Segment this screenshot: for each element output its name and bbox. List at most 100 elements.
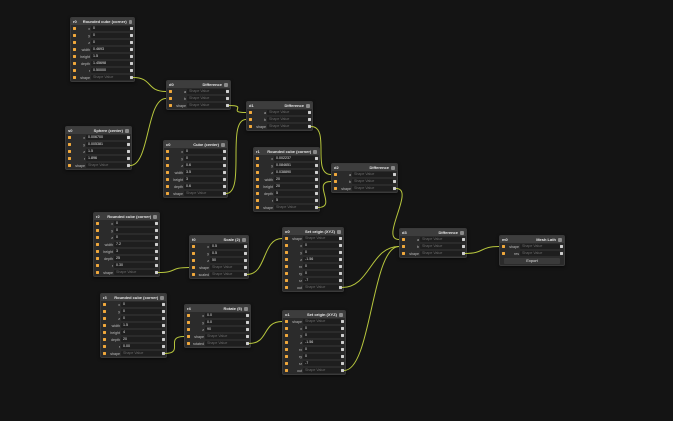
input-pin-icon[interactable] xyxy=(285,279,288,282)
input-pin-icon[interactable] xyxy=(334,173,337,176)
param-value-field[interactable]: Shape Value xyxy=(303,319,341,324)
output-pin-icon[interactable] xyxy=(127,157,130,160)
export-button[interactable]: Export xyxy=(504,258,560,264)
output-pin-icon[interactable] xyxy=(339,244,342,247)
input-pin-icon[interactable] xyxy=(103,317,106,320)
input-pin-icon[interactable] xyxy=(192,259,195,262)
param-value-field[interactable]: 0 xyxy=(114,235,155,240)
input-pin-icon[interactable] xyxy=(73,76,76,79)
output-pin-icon[interactable] xyxy=(341,320,344,323)
output-pin-icon[interactable] xyxy=(246,321,249,324)
input-pin-icon[interactable] xyxy=(192,273,195,276)
input-pin-icon[interactable] xyxy=(166,157,169,160)
param-value-field[interactable]: Shape Value xyxy=(352,186,393,191)
input-pin-icon[interactable] xyxy=(103,303,106,306)
output-pin-icon[interactable] xyxy=(393,187,396,190)
param-value-field[interactable]: Shape Value xyxy=(420,251,462,256)
output-pin-icon[interactable] xyxy=(162,310,165,313)
param-value-field[interactable]: Shape Value xyxy=(303,285,339,290)
param-value-field[interactable]: 0 xyxy=(303,354,341,359)
param-value-field[interactable]: Shape Value xyxy=(420,237,462,242)
input-pin-icon[interactable] xyxy=(285,244,288,247)
param-value-field[interactable]: Shape Value xyxy=(210,272,244,277)
param-value-field[interactable]: 0.5 xyxy=(210,251,244,256)
input-pin-icon[interactable] xyxy=(96,243,99,246)
output-pin-icon[interactable] xyxy=(162,338,165,341)
input-pin-icon[interactable] xyxy=(166,192,169,195)
param-value-field[interactable]: 25 xyxy=(114,256,155,261)
output-pin-icon[interactable] xyxy=(308,125,311,128)
input-pin-icon[interactable] xyxy=(73,34,76,37)
output-pin-icon[interactable] xyxy=(162,345,165,348)
output-pin-icon[interactable] xyxy=(223,150,226,153)
output-pin-icon[interactable] xyxy=(308,111,311,114)
input-pin-icon[interactable] xyxy=(285,348,288,351)
output-pin-icon[interactable] xyxy=(223,178,226,181)
input-pin-icon[interactable] xyxy=(103,331,106,334)
param-value-field[interactable]: 0.6 xyxy=(184,163,223,168)
param-value-field[interactable]: 0.0 xyxy=(205,320,246,325)
input-pin-icon[interactable] xyxy=(285,286,288,289)
param-value-field[interactable]: Shape Value xyxy=(205,341,246,346)
param-value-field[interactable]: Shape Value xyxy=(267,110,308,115)
output-pin-icon[interactable] xyxy=(130,48,133,51)
node-menu-icon[interactable] xyxy=(160,295,164,300)
output-pin-icon[interactable] xyxy=(393,180,396,183)
input-pin-icon[interactable] xyxy=(285,341,288,344)
output-pin-icon[interactable] xyxy=(155,271,158,274)
output-pin-icon[interactable] xyxy=(339,265,342,268)
param-value-field[interactable]: 0 xyxy=(114,228,155,233)
input-pin-icon[interactable] xyxy=(502,245,505,248)
input-pin-icon[interactable] xyxy=(502,252,505,255)
param-value-field[interactable]: 0.006700 xyxy=(86,135,127,140)
output-pin-icon[interactable] xyxy=(308,118,311,121)
input-pin-icon[interactable] xyxy=(334,180,337,183)
input-pin-icon[interactable] xyxy=(187,321,190,324)
node-menu-icon[interactable] xyxy=(306,103,310,108)
param-value-field[interactable]: 5 xyxy=(274,198,315,203)
output-pin-icon[interactable] xyxy=(162,317,165,320)
output-pin-icon[interactable] xyxy=(127,150,130,153)
output-pin-icon[interactable] xyxy=(339,251,342,254)
output-pin-icon[interactable] xyxy=(155,243,158,246)
input-pin-icon[interactable] xyxy=(96,264,99,267)
input-pin-icon[interactable] xyxy=(68,150,71,153)
input-pin-icon[interactable] xyxy=(96,257,99,260)
input-pin-icon[interactable] xyxy=(96,250,99,253)
output-pin-icon[interactable] xyxy=(155,257,158,260)
output-pin-icon[interactable] xyxy=(339,237,342,240)
output-pin-icon[interactable] xyxy=(462,245,465,248)
node-menu-icon[interactable] xyxy=(339,312,343,317)
output-pin-icon[interactable] xyxy=(341,369,344,372)
output-pin-icon[interactable] xyxy=(341,362,344,365)
input-pin-icon[interactable] xyxy=(166,164,169,167)
input-pin-icon[interactable] xyxy=(285,369,288,372)
output-pin-icon[interactable] xyxy=(462,238,465,241)
param-value-field[interactable]: 3 xyxy=(114,249,155,254)
param-value-field[interactable]: 0.038890 xyxy=(274,170,315,175)
output-pin-icon[interactable] xyxy=(244,266,247,269)
param-value-field[interactable]: Shape Value xyxy=(210,265,244,270)
input-pin-icon[interactable] xyxy=(187,314,190,317)
input-pin-icon[interactable] xyxy=(285,320,288,323)
input-pin-icon[interactable] xyxy=(103,310,106,313)
input-pin-icon[interactable] xyxy=(256,157,259,160)
output-pin-icon[interactable] xyxy=(130,76,133,79)
param-value-field[interactable]: 0 xyxy=(114,221,155,226)
input-pin-icon[interactable] xyxy=(96,229,99,232)
output-pin-icon[interactable] xyxy=(130,41,133,44)
input-pin-icon[interactable] xyxy=(96,271,99,274)
output-pin-icon[interactable] xyxy=(244,245,247,248)
param-value-field[interactable]: 0.002237 xyxy=(274,156,315,161)
param-value-field[interactable]: 20 xyxy=(274,177,315,182)
input-pin-icon[interactable] xyxy=(73,69,76,72)
input-pin-icon[interactable] xyxy=(187,328,190,331)
input-pin-icon[interactable] xyxy=(166,178,169,181)
output-pin-icon[interactable] xyxy=(339,272,342,275)
